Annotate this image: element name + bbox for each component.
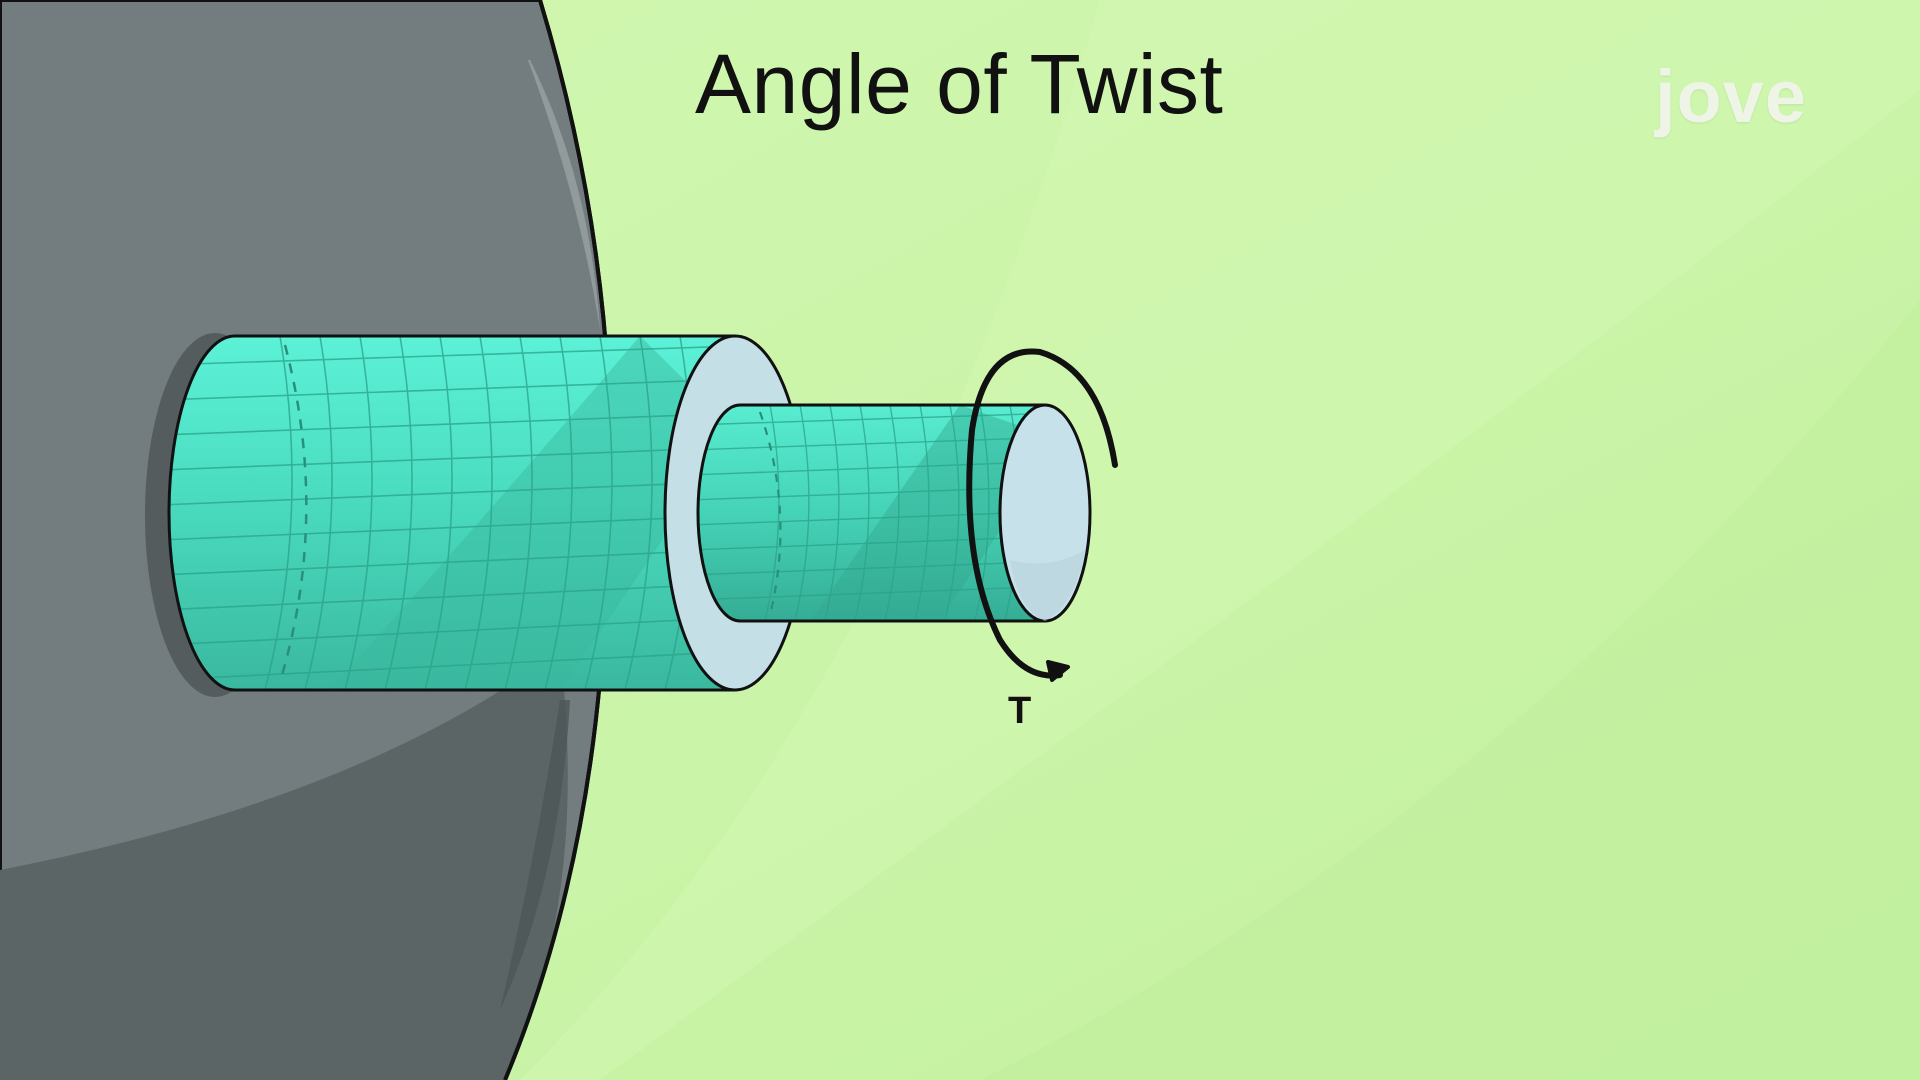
arrow-head-icon (1046, 660, 1070, 682)
end-face-shading (1010, 550, 1085, 621)
background-shading (980, 0, 1920, 1080)
large-shaft-segment (167, 334, 806, 692)
torque-label: T (1008, 690, 1031, 732)
jove-logo-text: jove (1655, 55, 1808, 138)
background-highlight (520, 0, 1920, 1080)
large-shaft-grid (169, 336, 771, 690)
page-title: Angle of Twist (695, 37, 1224, 131)
torque-arrow (966, 348, 1118, 682)
jove-logo: jove (1655, 60, 1830, 150)
